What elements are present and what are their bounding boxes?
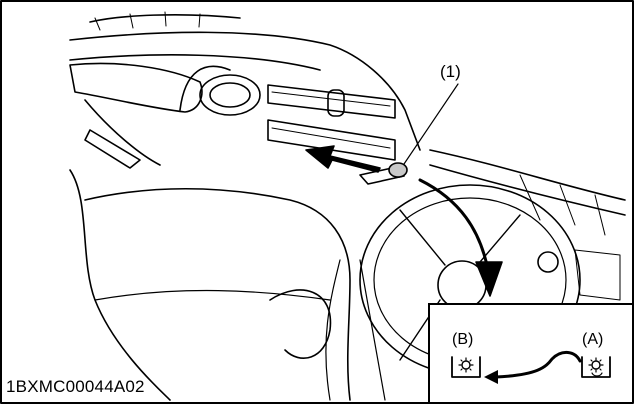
grab-handle [69, 62, 203, 113]
key-switch [537, 251, 559, 273]
gear-indicator-icon [451, 356, 481, 378]
knob [327, 89, 345, 117]
callout-label-1: (1) [440, 62, 461, 81]
gear-indicator-rotating-icon [581, 356, 611, 378]
callout-leader [403, 83, 459, 165]
cup-holder [199, 74, 261, 116]
switch-slot-lower [267, 119, 396, 161]
rotate-arrow [418, 178, 490, 272]
push-arrow [305, 145, 381, 173]
indicator-inset: (B) (A) [428, 303, 632, 402]
drawing-code: 1BXMC00044A02 [6, 377, 145, 396]
steering-hub [437, 260, 487, 310]
switch-slot-upper [267, 84, 396, 119]
inset-label-a: (A) [582, 331, 604, 348]
switch-arrow [494, 351, 582, 379]
inset-art [451, 351, 611, 384]
inset-label-b: (B) [452, 331, 474, 348]
